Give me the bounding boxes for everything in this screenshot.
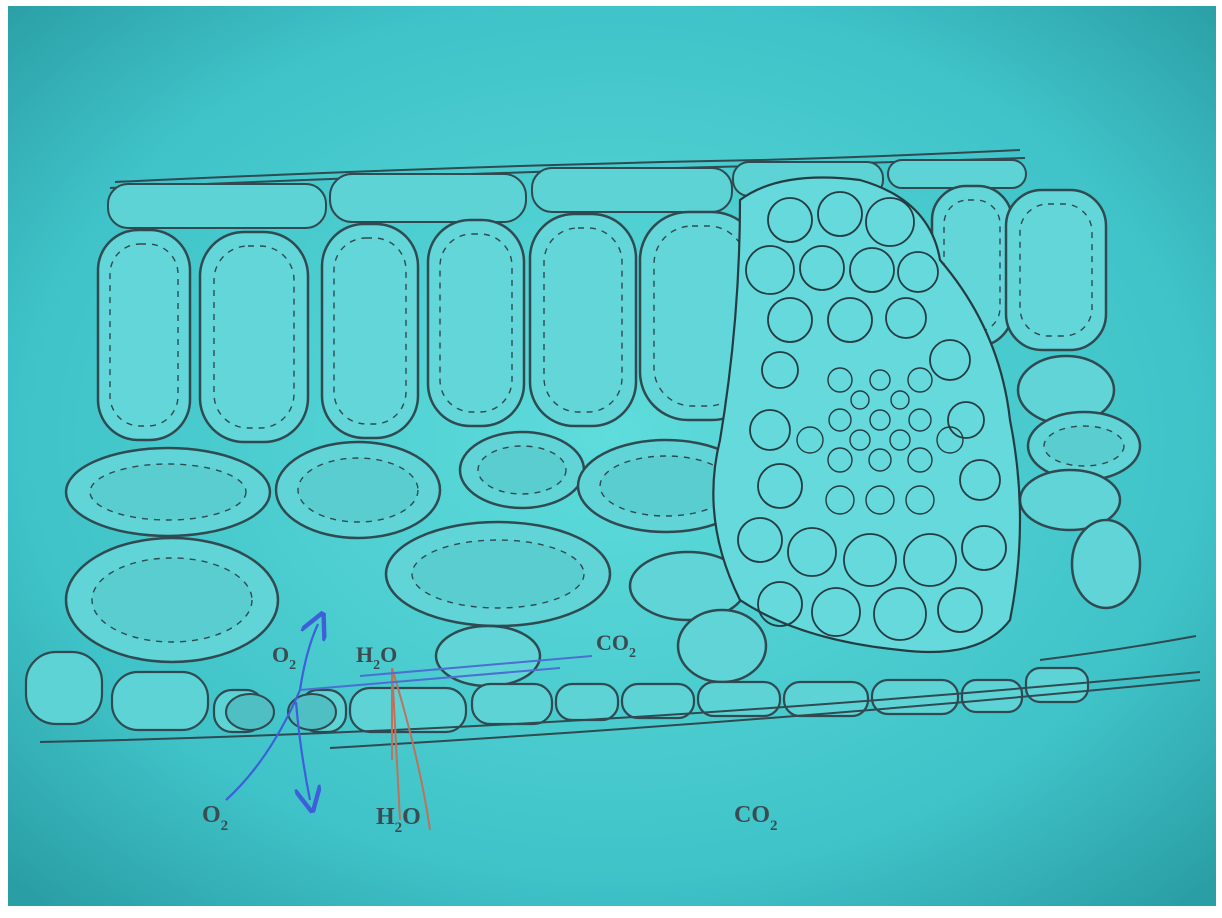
label-o2-upper-sub: 2 (289, 658, 296, 673)
label-co2-lower-sub: 2 (770, 818, 778, 834)
label-o2-upper-base: O (272, 642, 289, 667)
label-h2o-lower-tail: O (402, 804, 421, 830)
label-co2-upper-base: CO (596, 630, 629, 655)
label-h2o-upper-base: H (356, 642, 373, 667)
label-h2o-lower-base: H (376, 804, 395, 830)
label-co2-upper-sub: 2 (629, 646, 636, 661)
label-o2-lower-base: O (202, 802, 221, 828)
label-o2-lower-sub: 2 (221, 818, 229, 834)
label-h2o-upper-sub: 2 (373, 658, 380, 673)
label-h2o-upper-tail: O (380, 642, 397, 667)
label-h2o-lower-sub: 2 (395, 820, 403, 836)
label-co2-lower-base: CO (734, 802, 770, 828)
